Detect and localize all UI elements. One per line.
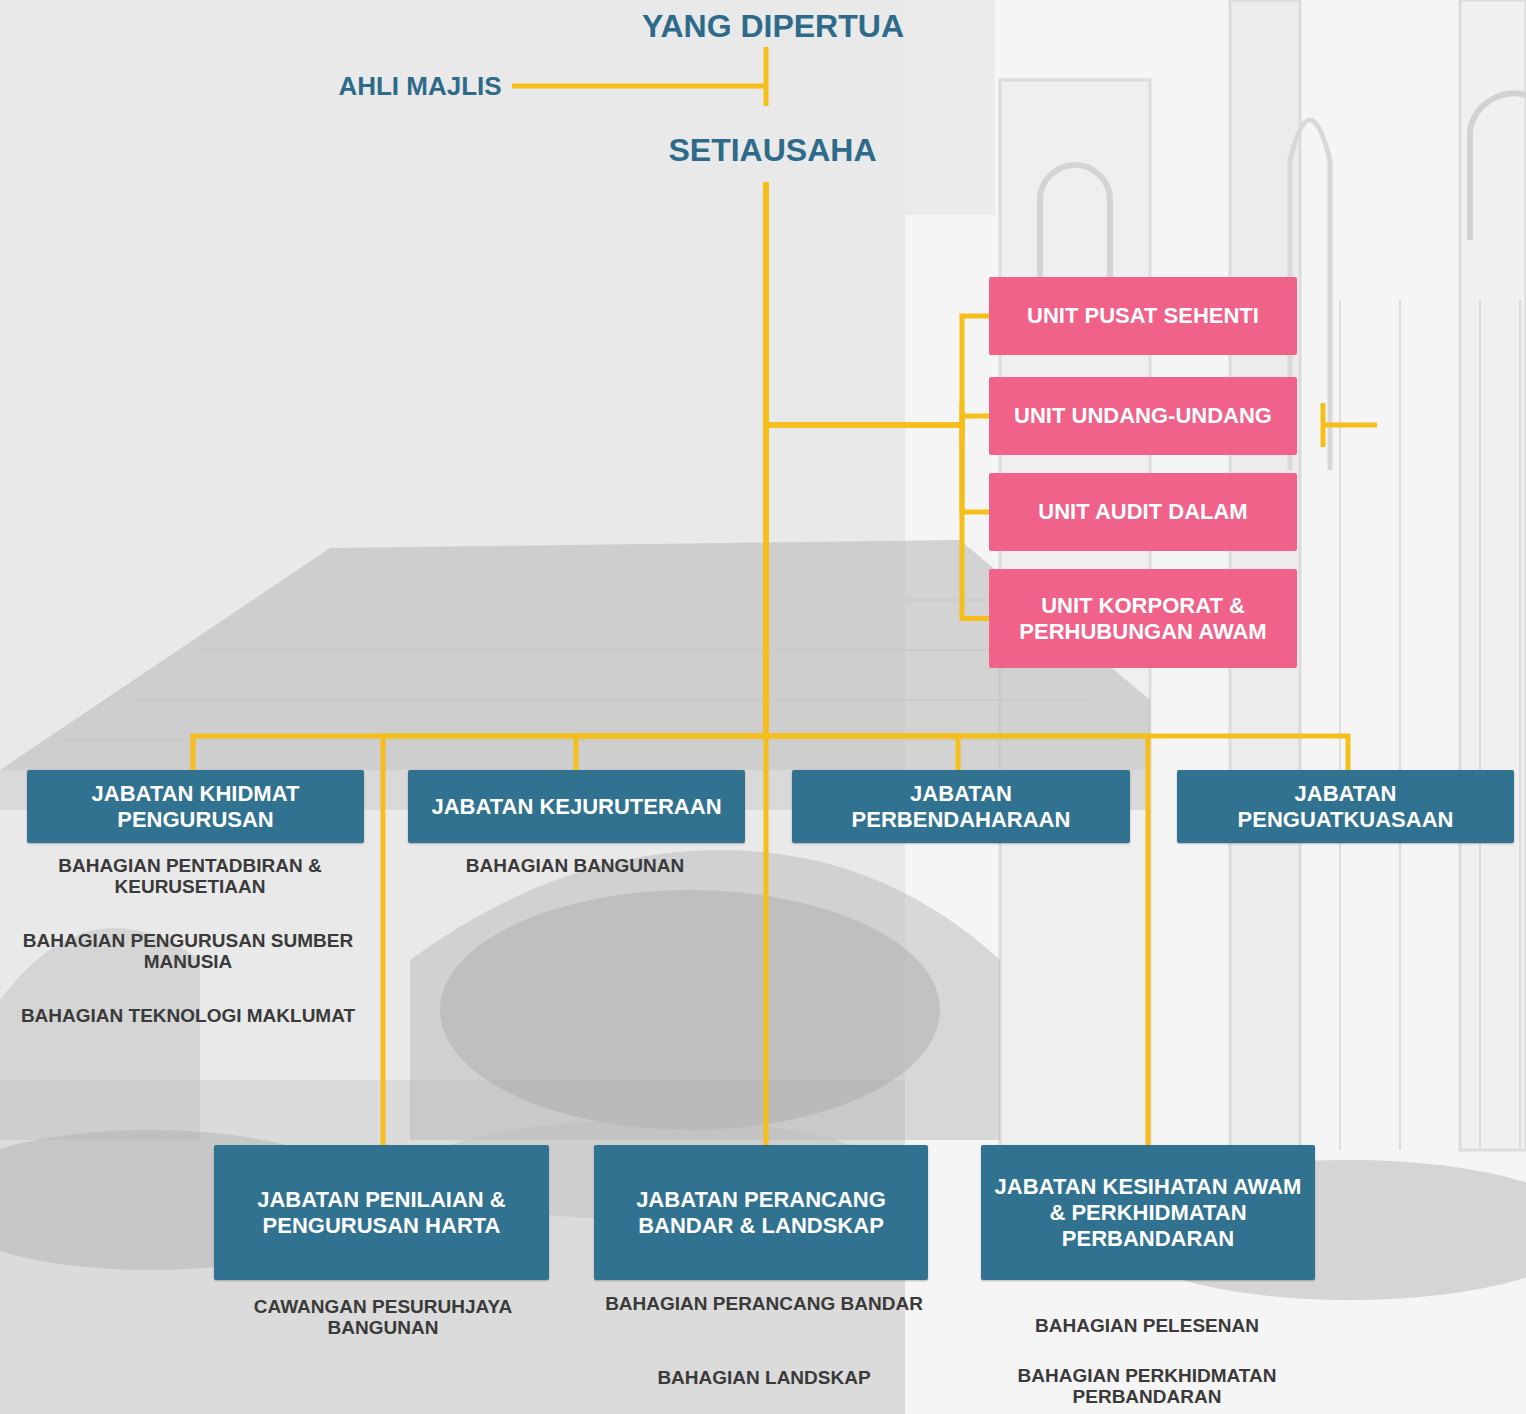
box-label: UNIT PUSAT SEHENTI [1027, 303, 1259, 329]
department-box: JABATAN KEJURUTERAAN [408, 770, 745, 843]
connector-line [766, 182, 989, 619]
connector-line [576, 182, 766, 770]
division-label: BAHAGIAN LANDSKAP [594, 1367, 934, 1388]
division-label: BAHAGIAN PERANCANG BANDAR [594, 1293, 934, 1314]
division-label: BAHAGIAN PELESENAN [967, 1315, 1327, 1336]
secretary-title: SETIAUSAHA [658, 128, 887, 172]
box-label: UNIT KORPORAT & PERHUBUNGAN AWAM [998, 593, 1288, 645]
title-text: YANG DIPERTUA [642, 8, 904, 44]
connector-line [766, 182, 1348, 770]
department-box: JABATAN KESIHATAN AWAM & PERKHIDMATAN PE… [981, 1145, 1315, 1280]
division-label: BAHAGIAN BANGUNAN [410, 855, 740, 876]
unit-box: UNIT PUSAT SEHENTI [989, 277, 1297, 355]
division-label: BAHAGIAN PENTADBIRAN & KEURUSETIAAN [7, 855, 373, 897]
department-box: JABATAN PENGUATKUASAAN [1177, 770, 1514, 843]
unit-box: UNIT UNDANG-UNDANG [989, 377, 1297, 455]
box-label: JABATAN PERBENDAHARAAN [800, 781, 1122, 833]
division-label: BAHAGIAN TEKNOLOGI MAKLUMAT [5, 1005, 371, 1026]
connector-line [766, 182, 989, 425]
box-label: UNIT UNDANG-UNDANG [1014, 403, 1272, 429]
connector-line [383, 182, 766, 1145]
box-label: JABATAN PENILAIAN & PENGURUSAN HARTA [222, 1187, 541, 1239]
connector-line [766, 182, 958, 770]
department-box: JABATAN PERBENDAHARAAN [792, 770, 1130, 843]
division-label: BAHAGIAN PENGURUSAN SUMBER MANUSIA [5, 930, 371, 972]
title-text: AHLI MAJLIS [338, 71, 501, 101]
box-label: JABATAN KHIDMAT PENGURUSAN [35, 781, 356, 833]
connector-line [512, 47, 766, 106]
unit-box: UNIT KORPORAT & PERHUBUNGAN AWAM [989, 569, 1297, 668]
department-box: JABATAN KHIDMAT PENGURUSAN [27, 770, 364, 843]
box-label: JABATAN PERANCANG BANDAR & LANDSKAP [602, 1187, 920, 1239]
title-text: SETIAUSAHA [668, 132, 876, 168]
connector-line [193, 182, 766, 770]
department-box: JABATAN PERANCANG BANDAR & LANDSKAP [594, 1145, 928, 1280]
division-label: CAWANGAN PESURUHJAYA BANGUNAN [218, 1296, 548, 1338]
box-label: JABATAN KESIHATAN AWAM & PERKHIDMATAN PE… [989, 1174, 1307, 1252]
chairman-title: YANG DIPERTUA [632, 6, 914, 46]
box-label: JABATAN PENGUATKUASAAN [1185, 781, 1506, 833]
department-box: JABATAN PENILAIAN & PENGURUSAN HARTA [214, 1145, 549, 1280]
box-label: JABATAN KEJURUTERAAN [431, 794, 721, 820]
box-label: UNIT AUDIT DALAM [1038, 499, 1247, 525]
bracket-tick [960, 403, 965, 447]
connector-line [764, 182, 769, 1145]
connector-line [766, 182, 989, 512]
council-member-title: AHLI MAJLIS [328, 68, 512, 104]
connector-line [766, 182, 989, 425]
unit-box: UNIT AUDIT DALAM [989, 473, 1297, 551]
division-label: BAHAGIAN PERKHIDMATAN PERBANDARAN [967, 1365, 1327, 1407]
